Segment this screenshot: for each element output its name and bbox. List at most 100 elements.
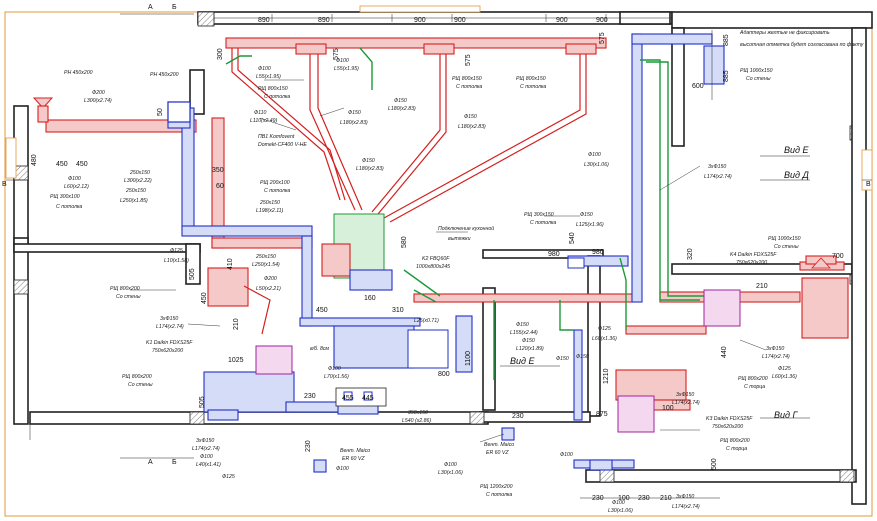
lbl-d150e: Ф150 <box>516 322 529 328</box>
lbl-l110: L110(x2.49) <box>250 118 278 124</box>
dim-885a: 885 <box>723 34 730 46</box>
lbl-rsh800b: РЩ 800x150 <box>452 76 482 82</box>
lbl-l180d: L180(x2.83) <box>356 166 384 172</box>
lbl-rsh1200: РЩ 1200x200 <box>480 484 513 490</box>
lbl-rsh800e-s: Со стены <box>128 382 153 388</box>
unit-k2-inner <box>407 329 449 369</box>
lbl-d125a: Ф125 <box>170 248 183 254</box>
dim-top-3: 900 <box>414 17 426 24</box>
lbl-l60: L60(x2.12) <box>64 184 89 190</box>
lbl-rn2: РН 450x200 <box>150 72 179 78</box>
lbl-d100e: Ф100 <box>328 366 341 372</box>
kitchen-note-1: Подключение кухонной <box>438 225 494 232</box>
exhaust-lower-left-grille <box>207 409 239 421</box>
unit-labels: K1 Daikin FDXS25F 750x620x200 K2 FBQ60F … <box>146 252 777 462</box>
exhaust-right-grille <box>703 45 725 85</box>
lbl-l180a: L180(x2.83) <box>340 120 368 126</box>
dim-50: 50 <box>157 108 164 116</box>
dim-800: 800 <box>438 371 450 378</box>
unit-k4-size: 750x620x200 <box>736 260 767 266</box>
dim-1100: 1100 <box>465 351 472 366</box>
lbl-l180c: L180(x2.83) <box>458 124 486 130</box>
left-column-2 <box>13 279 29 295</box>
exhaust-fan-box-2 <box>313 459 327 473</box>
manifold-red-part <box>321 243 351 277</box>
lbl-rsh800g: РЩ 800x200 <box>720 438 750 444</box>
lbl-d125c: Ф125 <box>778 366 791 372</box>
pv-note-1: ПВ1 Komfovent <box>258 134 295 140</box>
lbl-d100c: Ф100 <box>336 58 349 64</box>
supply-lower-right-block <box>615 369 687 401</box>
lbl-l10: L10(x1.58) <box>164 258 189 264</box>
lbl-l60c: L60(x1.36) <box>592 336 617 342</box>
lbl-rsh200-s: С потолка <box>264 188 290 194</box>
unit-k4 <box>703 289 741 327</box>
lbl-d100a: Ф100 <box>68 176 81 182</box>
adapter-note-1: Адаптеры желтые не фиксировать <box>739 30 830 36</box>
supply-branch-right-2 <box>389 54 587 223</box>
lbl-l30c: L30(x1.06) <box>608 508 633 514</box>
lbl-d100g: Ф100 <box>444 462 457 468</box>
supply-branch-center-2 <box>377 54 447 215</box>
lbl-d125d: Ф125 <box>598 326 611 332</box>
lbl-rsh800c: РЩ 800x150 <box>516 76 546 82</box>
lbl-rn1: РН 450x200 <box>64 70 93 76</box>
section-mark-b-bottom: Б <box>172 459 177 466</box>
fan2-model: ER 60 VZ <box>486 450 509 456</box>
flex-duct-3 <box>646 61 704 297</box>
dim-575c: 575 <box>599 32 606 44</box>
lbl-l174e: L174(x2.74) <box>672 400 700 406</box>
dim-445: 445 <box>362 395 374 402</box>
dim-top-4: 900 <box>454 17 466 24</box>
duct-labels: РН 450x200 РН 450x200 Ф200 L300(x2.74) Р… <box>50 58 801 514</box>
lbl-rsh800f: РЩ 800x200 <box>738 376 768 382</box>
dim-top-6: 900 <box>596 17 608 24</box>
lbl-d100b: Ф100 <box>258 66 271 72</box>
lbl-rsh1000a-s: Со стены <box>746 76 771 82</box>
lbl-l60b: L60(x1.36) <box>772 374 797 380</box>
lbl-rsh1000a: РЩ 1000x150 <box>740 68 773 74</box>
dim-230a: 230 <box>304 393 316 400</box>
lbl-d100d: Ф100 <box>200 454 213 460</box>
notes: Адаптеры желтые не фиксировать высотная … <box>258 30 864 352</box>
lbl-l198: L198(x2.11) <box>256 208 284 214</box>
fan1-model: ER 60 VZ <box>342 456 365 462</box>
lbl-d150c: Ф150 <box>464 114 477 120</box>
misc-dimensions: 300 575 575 575 885 885 600 480 450 450 … <box>31 32 844 502</box>
supply-branch-mid <box>309 54 356 211</box>
supply-left-low-horizontal <box>211 237 313 249</box>
lbl-l155: L155(x2.44) <box>510 330 538 336</box>
top-dimensions: 890 890 900 900 900 900 <box>258 17 608 24</box>
manifold <box>321 213 393 291</box>
lbl-x3d150c: 3xФ150 <box>708 164 726 170</box>
right-top-wall <box>671 11 873 29</box>
exhaust-fan-box-1 <box>501 427 515 441</box>
view-h-note: в/б. 8см <box>310 346 329 352</box>
flex-duct-5 <box>413 289 437 303</box>
dim-600: 600 <box>692 83 704 90</box>
unit-k3-size: 750x620x200 <box>712 424 743 430</box>
lbl-l300a: L300(x2.74) <box>84 98 112 104</box>
view-e-top: Вид Е <box>784 145 809 155</box>
supply-branch-left-2 <box>231 48 341 201</box>
supply-left-room-diag <box>243 285 271 335</box>
lbl-l55b: L55(x1.95) <box>334 66 359 72</box>
dim-top-1: 890 <box>258 17 270 24</box>
bottom-column-1 <box>189 411 205 425</box>
building-walls <box>4 5 873 517</box>
exhaust-right-vertical <box>631 33 643 303</box>
dim-300: 300 <box>217 48 224 60</box>
dim-320: 320 <box>687 248 694 260</box>
kitchen-hood-block <box>567 257 585 269</box>
fan2-label: Вент. Maico <box>484 442 514 448</box>
lbl-x3d150d: 3xФ150 <box>766 346 784 352</box>
section-mark-a-top: А <box>148 4 153 11</box>
supply-middle-horizontal <box>413 293 635 303</box>
lbl-s250-150a: 250x150 <box>129 170 150 176</box>
dim-230d: 230 <box>592 495 604 502</box>
dim-1025: 1025 <box>228 357 244 364</box>
unit-k3 <box>617 395 655 433</box>
lbl-d100f: Ф100 <box>336 466 349 472</box>
exhaust-center-horizontal <box>299 317 421 327</box>
flex-ducts <box>225 47 704 380</box>
